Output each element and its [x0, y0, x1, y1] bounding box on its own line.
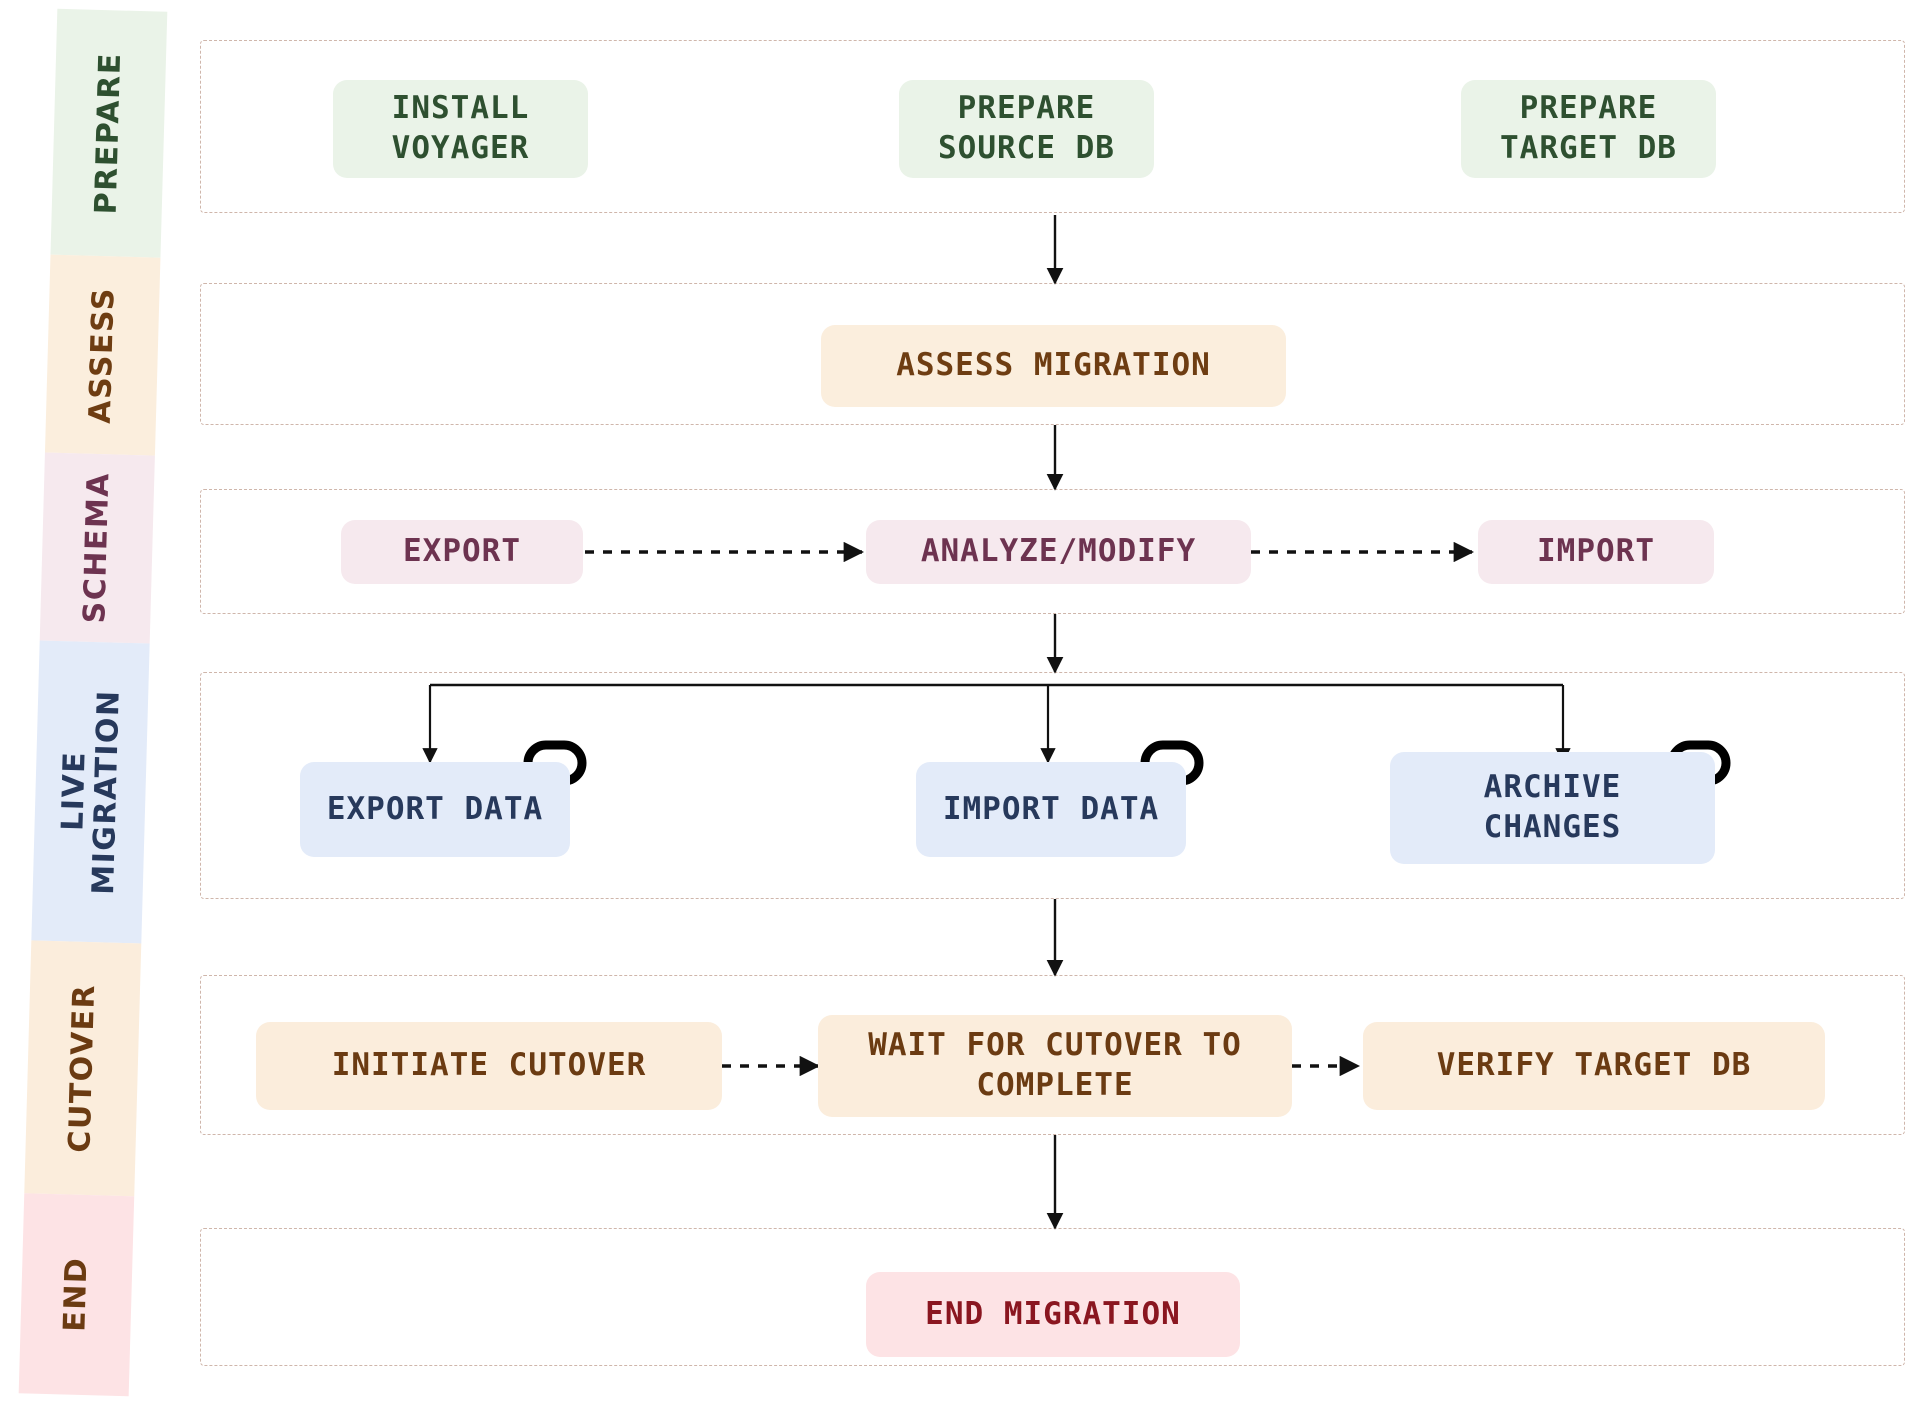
- node-initiate-cutover[interactable]: INITIATE CUTOVER: [256, 1022, 722, 1110]
- row-prepare: [200, 40, 1905, 213]
- node-assess-migration[interactable]: ASSESS MIGRATION: [821, 325, 1286, 407]
- phase-band-live-migration: LIVE MIGRATION: [31, 640, 150, 944]
- node-schema-analyze-modify[interactable]: ANALYZE/MODIFY: [866, 520, 1251, 584]
- node-import-data[interactable]: IMPORT DATA: [916, 762, 1186, 857]
- node-wait-for-cutover[interactable]: WAIT FOR CUTOVER TO COMPLETE: [818, 1015, 1292, 1117]
- node-export-data[interactable]: EXPORT DATA: [300, 762, 570, 857]
- phase-label-end: END: [57, 1256, 95, 1333]
- phase-band-assess: ASSESS: [44, 254, 161, 456]
- phase-label-schema: SCHEMA: [77, 471, 117, 625]
- node-schema-import[interactable]: IMPORT: [1478, 520, 1714, 584]
- phase-band-end: END: [18, 1193, 135, 1397]
- phase-label-assess: ASSESS: [82, 286, 122, 424]
- phase-label-cutover: CUTOVER: [62, 983, 102, 1154]
- phase-rail: PREPARE ASSESS SCHEMA LIVE MIGRATION CUT…: [18, 8, 168, 1397]
- node-install-voyager[interactable]: INSTALL VOYAGER: [333, 80, 588, 178]
- node-end-migration[interactable]: END MIGRATION: [866, 1272, 1240, 1357]
- phase-band-prepare: PREPARE: [50, 8, 168, 258]
- phase-label-prepare: PREPARE: [88, 51, 128, 215]
- node-schema-export[interactable]: EXPORT: [341, 520, 583, 584]
- phase-band-cutover: CUTOVER: [24, 940, 142, 1197]
- phase-band-schema: SCHEMA: [39, 452, 155, 644]
- node-archive-changes[interactable]: ARCHIVE CHANGES: [1390, 752, 1715, 864]
- node-verify-target-db[interactable]: VERIFY TARGET DB: [1363, 1022, 1825, 1110]
- node-prepare-source-db[interactable]: PREPARE SOURCE DB: [899, 80, 1154, 178]
- node-prepare-target-db[interactable]: PREPARE TARGET DB: [1461, 80, 1716, 178]
- phase-label-live-migration: LIVE MIGRATION: [55, 689, 127, 896]
